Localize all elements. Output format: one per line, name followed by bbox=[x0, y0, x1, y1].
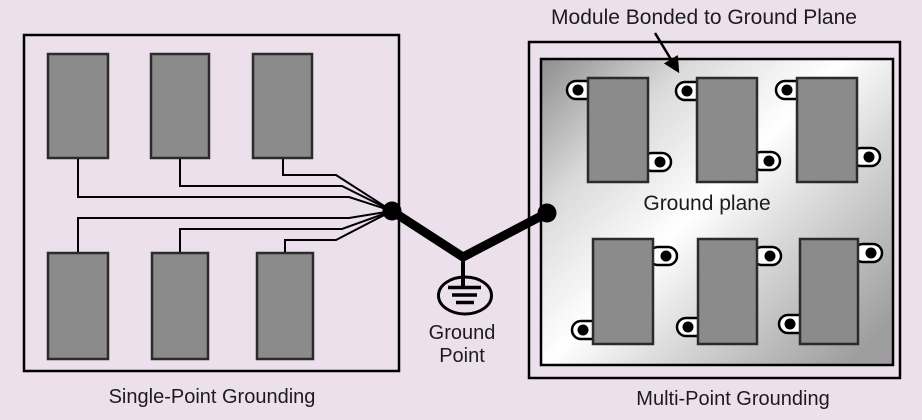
bond-callout-label: Module Bonded to Ground Plane bbox=[551, 6, 857, 29]
bond-point bbox=[784, 318, 796, 330]
bond-point bbox=[681, 85, 693, 97]
multi-point-enclosure bbox=[527, 40, 902, 380]
callout-arrow bbox=[653, 32, 680, 74]
ground-link bbox=[389, 207, 550, 263]
plane-bond-node bbox=[537, 203, 557, 223]
single-point-caption: Single-Point Grounding bbox=[108, 386, 316, 408]
module bbox=[150, 251, 210, 361]
module bbox=[696, 237, 759, 346]
multi-point-caption: Multi-Point Grounding bbox=[636, 388, 830, 410]
module bbox=[795, 76, 859, 184]
ground-plane-label: Ground plane bbox=[643, 192, 771, 215]
bond-point bbox=[865, 247, 877, 259]
bond-point bbox=[863, 151, 875, 163]
module bbox=[255, 251, 315, 361]
ground-point-label: Ground Point bbox=[412, 322, 512, 368]
module bbox=[695, 76, 759, 184]
bond-point bbox=[572, 84, 584, 96]
single-point-enclosure bbox=[22, 33, 401, 373]
module bbox=[251, 52, 314, 160]
wire-top-module-2 bbox=[179, 158, 393, 212]
wire-bottom-module-1 bbox=[77, 210, 393, 253]
module bbox=[798, 237, 860, 346]
bond-point bbox=[781, 84, 793, 96]
bond-point bbox=[577, 324, 589, 336]
earth-ground-symbol bbox=[437, 275, 493, 316]
ground-point-label-line1: Ground bbox=[428, 322, 496, 344]
bond-point bbox=[654, 156, 666, 168]
bond-point bbox=[660, 250, 672, 262]
module bbox=[46, 52, 110, 160]
bond-point bbox=[764, 250, 776, 262]
module bbox=[46, 251, 110, 361]
wire-top-module-1 bbox=[77, 158, 393, 212]
star-point-node bbox=[382, 201, 402, 221]
bond-point bbox=[763, 155, 775, 167]
module bbox=[591, 237, 655, 346]
wire-top-module-3 bbox=[282, 158, 393, 212]
wire-bottom-module-3 bbox=[284, 210, 393, 253]
bond-point bbox=[682, 321, 694, 333]
module bbox=[586, 76, 650, 184]
ground-symbol-ellipse bbox=[437, 275, 493, 316]
wire-bottom-module-2 bbox=[179, 210, 393, 253]
module bbox=[149, 52, 211, 160]
ground-point-label-line2: Point bbox=[439, 345, 485, 367]
